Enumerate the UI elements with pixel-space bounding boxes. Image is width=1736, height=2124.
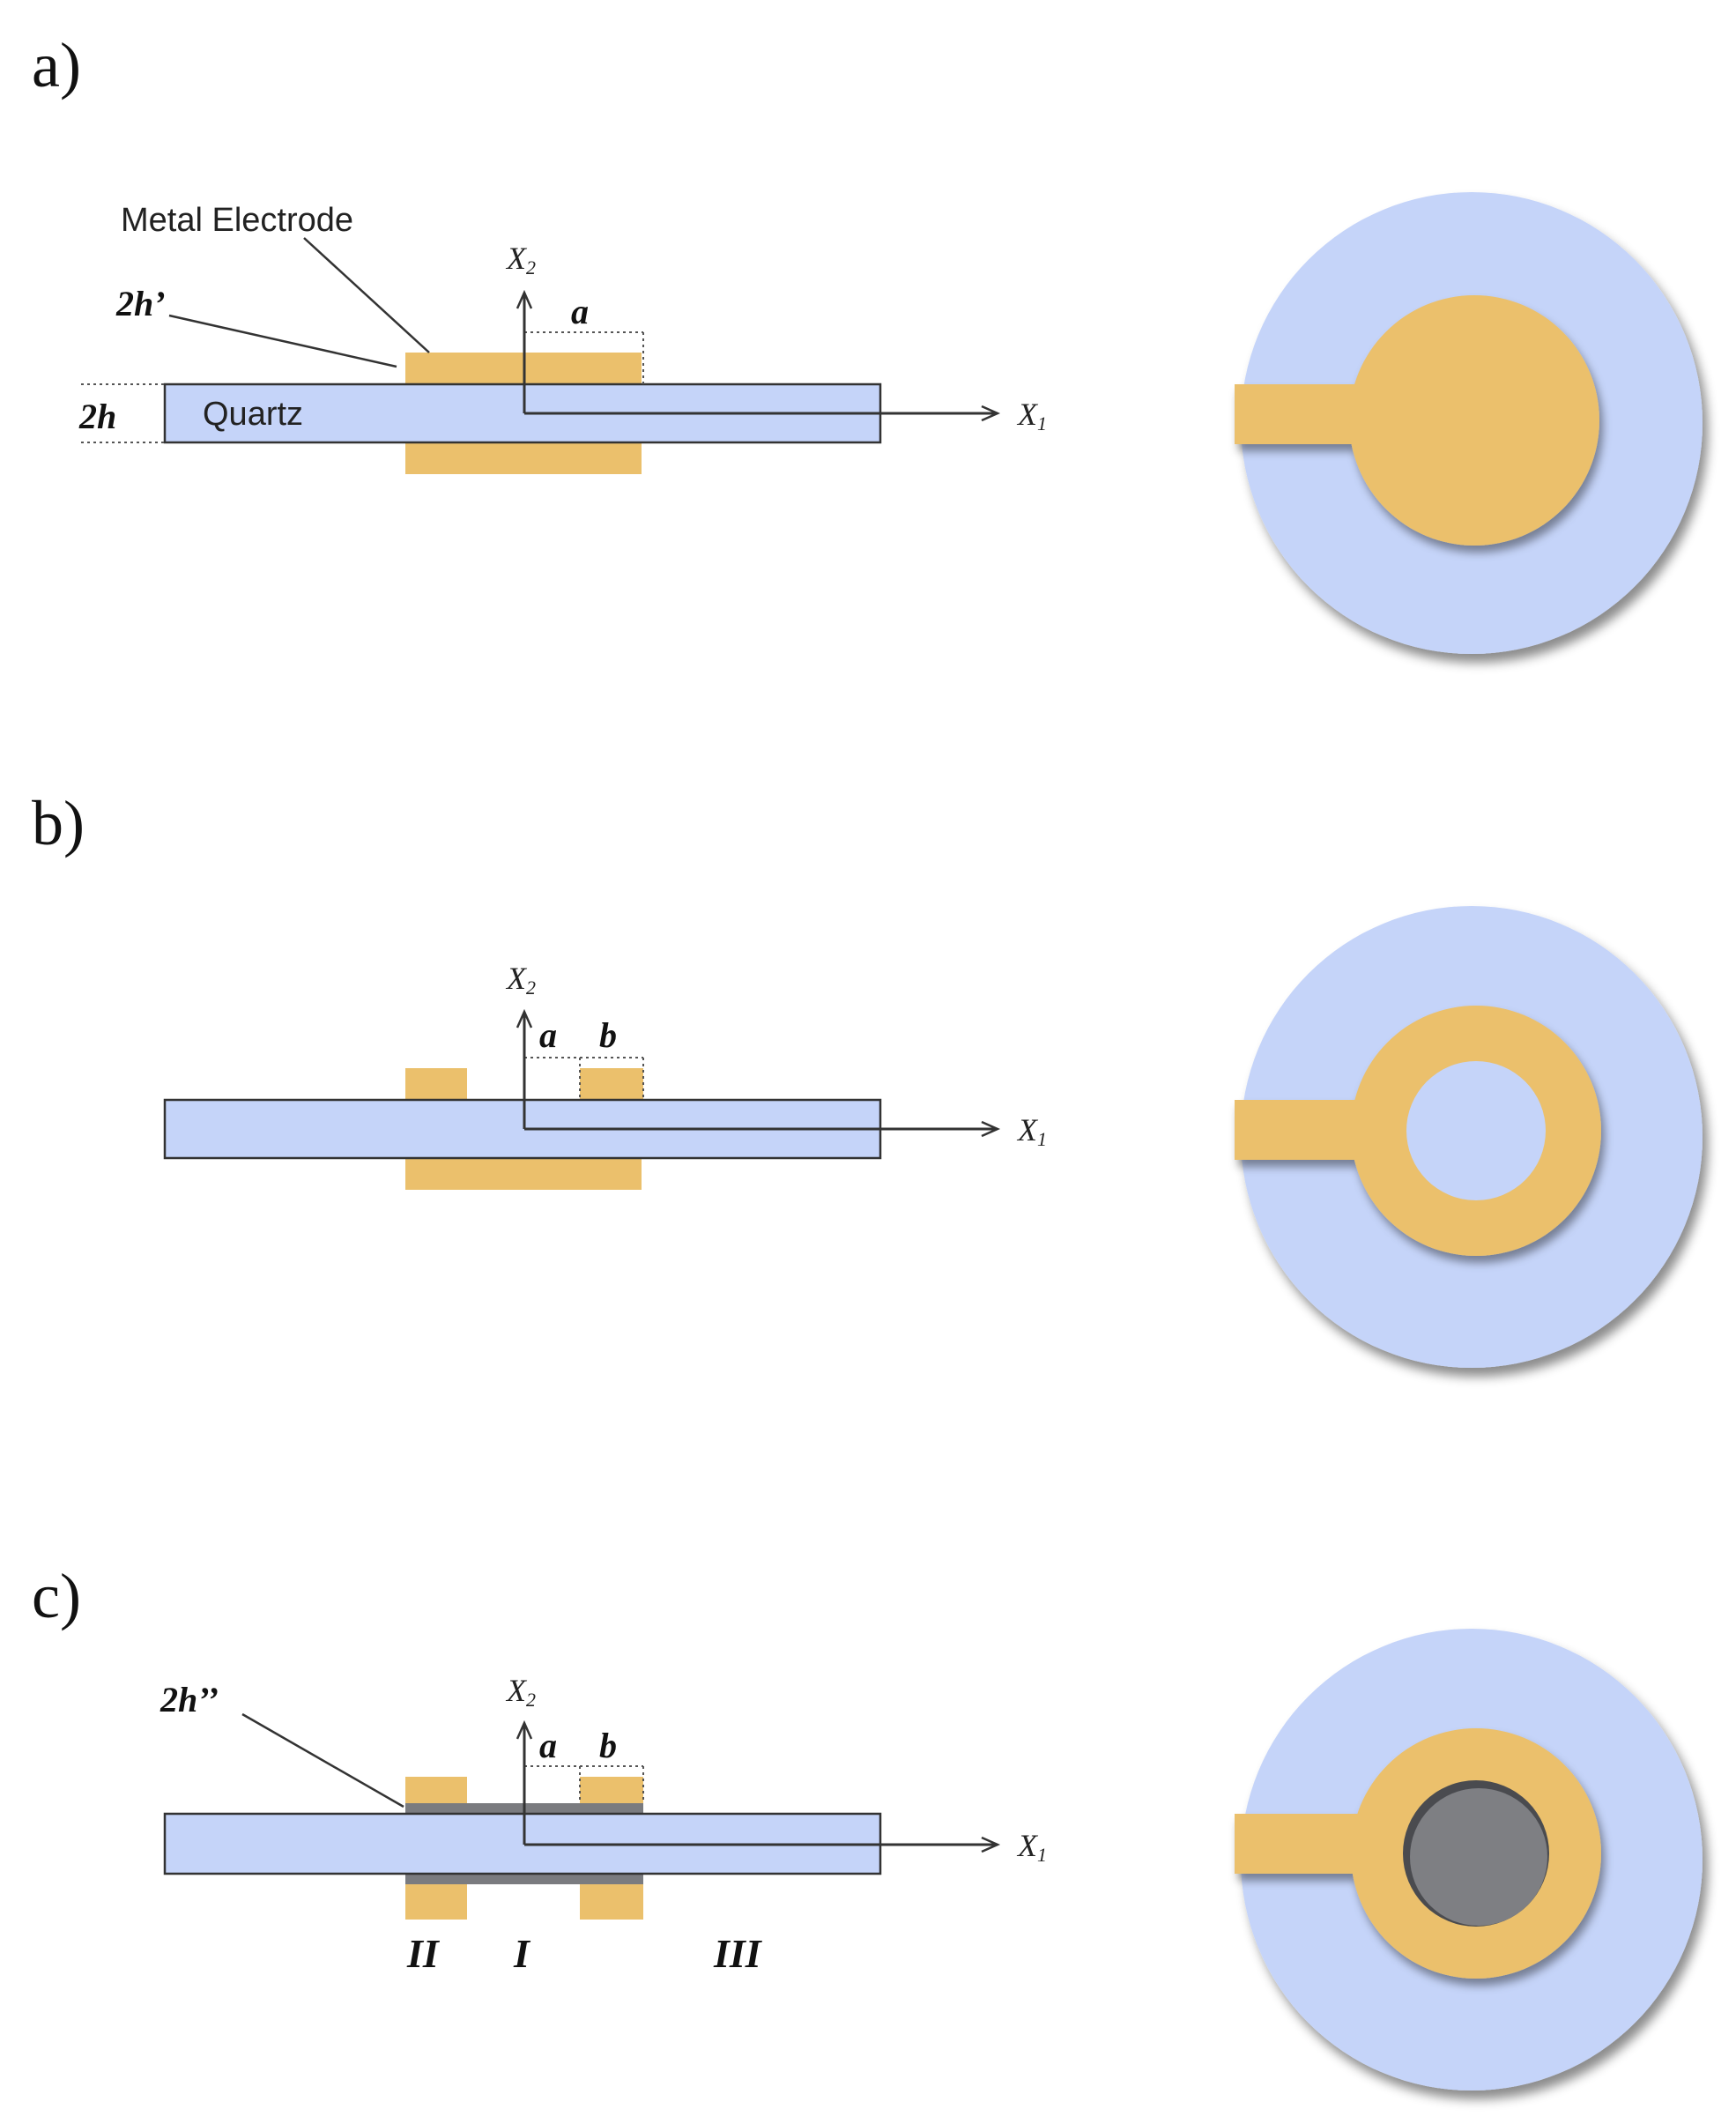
panel-a-cross-section: Metal Electrode 2h’ Quartz 2h a X2 X1 — [78, 202, 1047, 474]
panel-b-bottom-electrode — [405, 1158, 642, 1190]
panel-c-label: c) — [32, 1561, 81, 1631]
panel-c-region-label-iii: III — [713, 1931, 763, 1976]
panel-c-region-label-i: I — [513, 1931, 531, 1976]
panel-c-layer-thickness-label: 2h’’ — [160, 1680, 219, 1719]
panel-a-x1-label: X1 — [1016, 397, 1047, 434]
panel-c-top-view — [1235, 1629, 1703, 2091]
panel-a: a) Metal Electrode 2h’ Quartz 2h a X — [32, 30, 1703, 654]
panel-a-x2-label: X2 — [505, 241, 536, 278]
panel-b-top-electrode-left — [405, 1068, 467, 1100]
panel-a-electrode-thickness-label: 2h’ — [115, 284, 166, 323]
panel-a-dim-a-label: a — [571, 292, 589, 331]
panel-c-dim-a-label: a — [539, 1726, 557, 1765]
panel-c-ring-center-layer — [1410, 1788, 1547, 1926]
panel-b-ring-opening — [1406, 1061, 1546, 1200]
panel-b: b) a b X2 X1 — [32, 788, 1703, 1368]
panel-b-dim-a-label: a — [539, 1015, 557, 1055]
panel-c-x1-label: X1 — [1016, 1828, 1047, 1866]
panel-a-bottom-electrode — [405, 442, 642, 474]
panel-b-top-view — [1235, 906, 1703, 1368]
panel-a-thickness-leader — [168, 314, 397, 368]
panel-b-label: b) — [32, 788, 85, 858]
panel-a-electrode-disk — [1349, 295, 1599, 546]
panel-c-thickness-leader — [241, 1712, 404, 1808]
panel-c-region-label-ii: II — [406, 1931, 441, 1976]
panel-a-quartz-label: Quartz — [203, 396, 303, 433]
panel-a-label: a) — [32, 30, 81, 100]
panel-b-x2-label: X2 — [505, 961, 536, 999]
panel-c-x2-label: X2 — [505, 1673, 536, 1711]
panel-c-bottom-dark-layer — [405, 1874, 643, 1884]
panel-a-electrode-pattern — [1235, 295, 1599, 546]
panel-c-cross-section: 2h’’ a b X2 X1 II I III — [160, 1673, 1047, 1976]
panel-b-dim-b-label: b — [599, 1015, 617, 1055]
panel-b-x1-label: X1 — [1016, 1112, 1047, 1150]
panel-a-top-view — [1235, 192, 1703, 654]
panel-c-bottom-electrode-right — [580, 1884, 643, 1920]
panel-c: c) 2h’’ a b X2 X1 II I III — [32, 1561, 1703, 2091]
panel-a-electrode-leader — [303, 237, 430, 353]
panel-b-cross-section: a b X2 X1 — [163, 961, 1047, 1190]
panel-a-quartz-thickness-label: 2h — [78, 397, 116, 436]
panel-c-dim-b-label: b — [599, 1726, 617, 1765]
panel-b-top-electrode-right — [580, 1068, 643, 1100]
panel-a-electrode-label: Metal Electrode — [121, 202, 353, 239]
panel-c-bottom-electrode-left — [405, 1884, 467, 1920]
